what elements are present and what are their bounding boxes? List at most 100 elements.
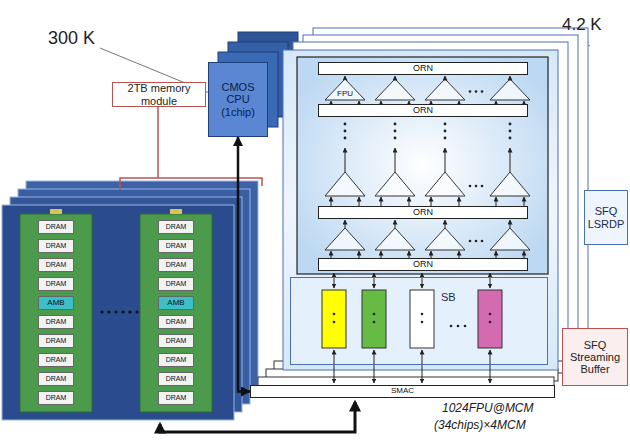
fpu-in-arrow [381,251,382,258]
ellipsis-dots [475,240,478,243]
dram-chip: DRAM [158,258,194,272]
memory-stick [140,214,212,412]
fpu-symbol [490,228,530,250]
ellipsis-dots [100,310,138,313]
fpu-in-arrow [459,197,460,206]
dram-chip: DRAM [38,258,74,272]
amb-chip: AMB [158,296,194,310]
node-text: SFQ LSRDP [588,205,625,229]
node-text: DRAM [166,318,187,326]
fpu-in-arrow [381,197,382,206]
node-text: DRAM [46,223,67,231]
dram-chip: DRAM [38,220,74,234]
note: (34chips)×4MCM [434,419,526,432]
vertical-dots [509,137,512,140]
dram-chip: DRAM [158,372,194,386]
fpu-symbol: FPU [325,79,365,100]
smac-bar: SMAC [250,385,555,398]
amb-chip: AMB [38,296,74,310]
ellipsis-dots [481,185,484,188]
lsrdp-core [297,57,548,274]
dram-chip: DRAM [38,391,74,405]
node-text: FPU [337,90,353,99]
fpu-in-arrow [409,197,410,206]
fpu-symbol [490,172,530,196]
node-text: DRAM [166,242,187,250]
buffer [362,290,386,348]
fpu-out-arrow [345,220,346,228]
node-text: DRAM [166,337,187,345]
ellipsis-dots [475,90,478,93]
fpu-out-arrow [445,220,446,228]
fpu-out-arrow [445,148,446,172]
fpu-out-arrow [395,148,396,172]
fpu-in-arrow [496,251,497,258]
dram-chip: DRAM [158,315,194,329]
vertical-dots [344,123,347,126]
orn-bar: ORN [318,104,528,117]
fpu-out-arrow [510,76,511,79]
memory-bus-arrow [160,402,355,432]
note: 1024FPU@MCM [442,402,534,415]
stick-tab [170,209,182,214]
memory-stick [20,214,92,412]
ellipsis-dots [481,240,484,243]
vertical-dots [394,130,397,133]
orn-bar: ORN [318,62,528,75]
fpu-symbol [425,172,465,196]
node-text: ORN [413,208,433,218]
fpu-in-arrow [496,197,497,206]
dram-chip: DRAM [158,353,194,367]
node-text: DRAM [46,242,67,250]
vertical-dots [509,130,512,133]
dram-chip: DRAM [158,334,194,348]
buffer-dots [333,313,492,328]
buffer-arrows [334,273,490,383]
fpu-in-arrow [359,251,360,258]
fpu-in-arrow [359,197,360,206]
fpu-out-arrow [395,220,396,228]
dram-chip: DRAM [38,353,74,367]
orn-bar: ORN [318,258,528,271]
vertical-dots [344,137,347,140]
dram-chip: DRAM [38,315,74,329]
vertical-dots [444,137,447,140]
node-text: DRAM [46,318,67,326]
node-text: DRAM [166,280,187,288]
fpu-out-arrow [345,148,346,172]
vertical-dots [509,123,512,126]
fpu-in-arrow [431,251,432,258]
node-text: ORN [413,106,433,116]
node-text: SMAC [391,387,414,396]
stick-tab [50,209,62,214]
node-text: AMB [167,299,184,308]
node-text: DRAM [166,223,187,231]
dram-chip: DRAM [158,391,194,405]
ellipsis-dots [469,185,472,188]
fpu-in-arrow [524,197,525,206]
dram-chip: DRAM [158,220,194,234]
vertical-dots [394,137,397,140]
node-text: ORN [413,64,433,74]
orn-bar: ORN [318,206,528,219]
callout-box: SFQ Streaming Buffer [562,328,628,386]
fpu-out-arrow [445,76,446,79]
fpu-symbol [375,79,415,100]
node-text: SB [441,291,456,303]
fpu-in-arrow [331,251,332,258]
fpu-out-arrow [395,76,396,79]
vertical-dots [444,123,447,126]
fpu-out-arrow [510,220,511,228]
fpu-symbol [425,228,465,250]
callout-box: SFQ LSRDP [584,190,628,245]
node-text: DRAM [166,356,187,364]
dram-chip: DRAM [158,239,194,253]
node-text: ORN [413,260,433,270]
dram-chip: DRAM [38,372,74,386]
temperature-label: 4.2 K [562,16,602,35]
fpu-in-arrow [459,251,460,258]
buffer [478,290,502,348]
dram-chip: DRAM [38,334,74,348]
